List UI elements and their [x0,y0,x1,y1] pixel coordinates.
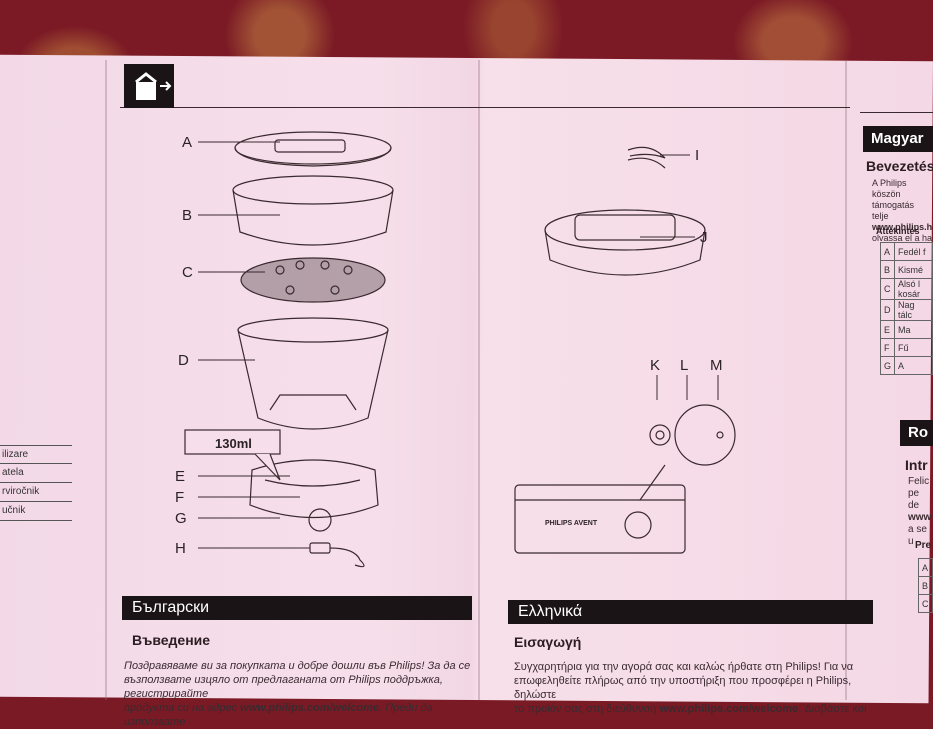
table-cell: Fedél f [894,242,933,261]
table-row: A [918,558,933,577]
intro-text-romanian: Felic pe de www a se u [908,476,933,548]
label-I: I [695,147,699,164]
section-heading-hungarian: Bevezetés [866,158,933,174]
brand-logo: PHILIPS AVENT [545,520,598,527]
section-heading-bulgarian: Въведение [132,632,211,648]
left-table-row: rviročnik [0,482,72,500]
welcome-url: www.philips.com/welcome [659,703,799,715]
section-banner-bulgarian: Български [122,596,472,620]
page-fold-left [105,60,107,700]
text-line: Συγχαρητήρια για την αγορά σας και καλώς… [514,661,854,673]
table-cell: A [894,356,933,375]
text-line: Поздравяваме ви за покупката и добре дош… [124,660,471,672]
table-cell: F [879,338,896,357]
label-M: M [710,357,723,374]
section-banner-romanian: Ro [900,420,933,446]
table-cell: D [879,299,896,321]
table-cell: C [918,594,933,613]
table-cell: Alsó l kosár [894,278,933,300]
text-line: Felic [908,476,930,487]
table-cell: B [879,260,896,279]
intro-text-bulgarian: Поздравяваме ви за покупката и добре дош… [124,659,484,729]
parts-table-romanian: A B C [918,558,933,613]
overview-heading-romanian: Pre [915,540,932,551]
top-rule-right [860,112,933,113]
table-cell: Nag tálc [894,299,933,321]
text-line: támogatás telje [872,200,915,221]
label-G: G [175,510,187,527]
label-D: D [178,352,189,369]
section-heading-romanian: Intr [905,457,928,473]
label-E: E [175,468,185,485]
label-J: J [700,229,708,246]
left-table-row: ilizare [0,445,72,463]
label-H: H [175,540,186,557]
overview-heading: Áttekintés [876,226,920,236]
left-table-bottom [0,520,72,521]
left-table-row: atela [0,463,72,481]
label-B: B [182,207,192,224]
table-row: C [918,594,933,613]
table-row: B [918,576,933,595]
text-line: olvassa el a ha [872,233,933,243]
table-cell: Fű [894,338,933,357]
sterilizer-exploded-diagram: 130ml [184,131,394,568]
cup-label: 130ml [215,436,252,451]
label-L: L [680,357,688,374]
text-line: pe de [908,488,920,511]
left-table-row: učnik [0,501,72,519]
welcome-url: www.philips.com/welcome [240,702,380,714]
text-line: επωφεληθείτε πλήρως από την υποστήριξη π… [514,675,852,701]
table-cell: C [879,278,896,300]
label-K: K [650,357,660,374]
section-banner-hungarian: Magyar [863,126,933,152]
diagram-labels-right: I J K L M [640,147,723,400]
section-banner-greek: Ελληνικά [508,600,873,624]
page-fold [478,60,480,700]
page-fold-right [845,60,847,700]
box-icon [124,64,174,108]
intro-text-greek: Συγχαρητήρια για την αγορά σας και καλώς… [514,660,884,716]
label-F: F [175,489,184,506]
text-line: www.philips.h [872,222,933,232]
intro-text-hungarian: A Philips köszön támogatás telje www.phi… [872,178,933,244]
diagram-labels-left: A B C D E F G H [175,134,310,557]
text-line: възползвате изцяло от предлаганата от Ph… [124,674,443,700]
text-line: продукта си на адрес www.philips.com/wel… [124,701,484,729]
text-span: το προϊόν σας στη διεύθυνση [514,703,660,715]
label-C: C [182,264,193,281]
table-cell: Ma [894,320,933,339]
text-span: продукта си на адрес [124,702,241,714]
text-line: το προϊόν σας στη διεύθυνση www.philips.… [514,702,884,716]
table-cell: E [879,320,896,339]
section-heading-greek: Εισαγωγή [514,634,582,650]
table-cell: A [918,558,933,577]
table-cell: Kismé [894,260,933,279]
top-rule [120,107,850,108]
label-A: A [182,134,192,151]
table-cell: G [879,356,896,375]
table-cell: A [879,242,896,261]
text-span: . Διαβάστε και [798,703,867,715]
sterilizer-detail-diagram: PHILIPS AVENT [514,146,736,554]
text-line: a se u [908,524,927,547]
text-line: A Philips köszön [872,178,907,199]
text-line: www [908,512,932,523]
table-cell: B [918,576,933,595]
